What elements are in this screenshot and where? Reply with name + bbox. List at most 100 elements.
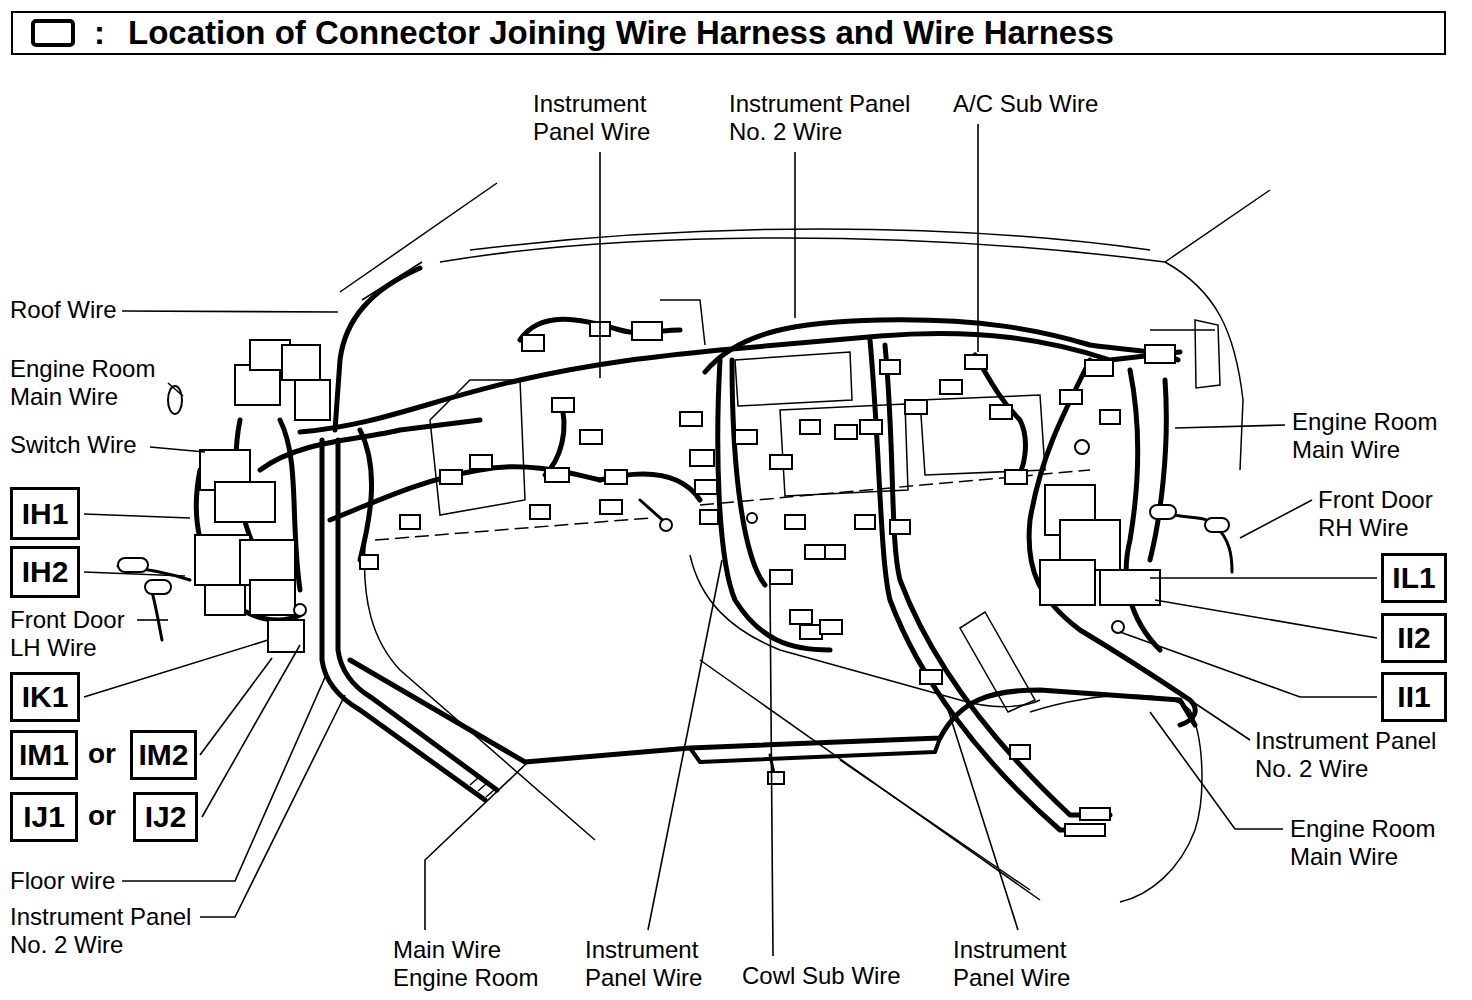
body-outline (1165, 190, 1270, 262)
wire-harness (338, 440, 497, 790)
label-holder: Engine Room Main Wire (10, 355, 180, 411)
connector-code-box: IJ1 (10, 792, 78, 842)
wire-name: Engine Room Main Wire (10, 355, 155, 410)
connector-symbol (1145, 345, 1175, 363)
connector-symbol (695, 480, 717, 494)
wire-harness (732, 360, 765, 585)
leader-line (84, 572, 185, 576)
label-holder: Instrument Panel No. 2 Wire (729, 90, 934, 146)
label-holder: Front Door LH Wire (10, 606, 155, 662)
label-holder: Main Wire Engine Room (393, 936, 563, 992)
connector-symbol (940, 380, 962, 394)
connector-symbol (835, 425, 857, 439)
wire-harness (360, 430, 372, 560)
connector-symbol (768, 772, 784, 784)
connector-symbol (790, 610, 812, 624)
leader-line (84, 124, 1377, 956)
title-text: Location of Connector Joining Wire Harne… (128, 13, 1114, 53)
connector-symbol (605, 470, 627, 484)
wire-harness (718, 360, 830, 650)
wire-harness (1160, 512, 1232, 572)
connector-code: IM1 (19, 738, 69, 772)
wire-name: Switch Wire (10, 431, 137, 458)
connector-code-box: IM1 (10, 730, 78, 780)
label-holder: Switch Wire (10, 431, 170, 459)
connector-code: IH2 (22, 555, 69, 589)
conjunction-text: or (88, 738, 116, 769)
connector-code-box: IK1 (10, 672, 80, 722)
label-holder: : (94, 13, 124, 52)
title-banner (12, 12, 1445, 54)
connector-symbol (805, 545, 827, 559)
connector-code: IJ1 (23, 800, 65, 834)
wire-harness (350, 660, 1195, 762)
relay-block (168, 386, 182, 414)
leader-line (1155, 600, 1377, 638)
connector-symbol (770, 455, 792, 469)
connector-symbol (530, 505, 550, 519)
title-banner (12, 12, 1445, 54)
leader-line (599, 152, 601, 378)
title-colon: : (94, 14, 105, 51)
wire-name: Engine Room Main Wire (1290, 815, 1435, 870)
wire-harness (1029, 360, 1195, 725)
relay-block (282, 345, 320, 380)
connector-code: II1 (1397, 680, 1430, 714)
body-outline (690, 555, 1040, 707)
wire-harness (322, 440, 485, 800)
connector-symbol (360, 555, 378, 569)
relay-block (205, 585, 245, 615)
connector-symbol (825, 545, 845, 559)
connector-symbol (880, 360, 900, 374)
connector-symbol (905, 400, 927, 414)
connector-symbol (1080, 808, 1110, 820)
connector-symbol (735, 430, 757, 444)
wire-name: Floor wire (10, 867, 115, 894)
label-holder: Roof Wire (10, 296, 150, 324)
connector-symbol (600, 500, 622, 514)
label-holder: Instrument Panel No. 2 Wire (1255, 727, 1465, 783)
connector-code: IL1 (1392, 561, 1435, 595)
connector-symbol (360, 322, 1175, 836)
label-holder: Cowl Sub Wire (742, 962, 942, 990)
connector-code: IK1 (22, 680, 69, 714)
leader-line (122, 675, 326, 881)
leader-line (794, 152, 796, 318)
relay-block (747, 513, 757, 523)
wire-name: Instrument Panel Wire (585, 936, 702, 991)
connector-symbol (800, 625, 822, 639)
connector-symbol (990, 405, 1012, 419)
relay-block (215, 482, 275, 522)
connector-symbol (1085, 360, 1113, 376)
connector-code-box: II2 (1381, 613, 1447, 663)
wire-name: Front Door LH Wire (10, 606, 125, 661)
leader-line (1240, 500, 1312, 538)
leader-line (168, 383, 183, 396)
wire-name: Instrument Panel No. 2 Wire (729, 90, 910, 145)
relay-block (660, 519, 672, 531)
leader-line (84, 514, 190, 518)
body-outline (340, 183, 497, 292)
connector-symbol (400, 515, 420, 529)
wire-name: Roof Wire (10, 296, 117, 323)
leader-line (150, 447, 205, 452)
leader-line (770, 585, 773, 956)
leader-line (200, 658, 272, 755)
relay-block (118, 340, 1229, 652)
connector-symbol (552, 398, 574, 412)
connector-symbol (1010, 745, 1030, 759)
leader-line (1150, 577, 1377, 579)
wire-name: Front Door RH Wire (1318, 486, 1433, 541)
connector-code-box: IL1 (1381, 553, 1447, 603)
wire-name: Instrument Panel Wire (533, 90, 650, 145)
connector-code-box: IM2 (130, 730, 197, 780)
connector-symbol (690, 450, 714, 466)
connector-code: IJ2 (145, 800, 187, 834)
relay-block (1150, 505, 1176, 519)
wire-harness (885, 345, 1110, 815)
body-outline (1150, 329, 1215, 331)
connector-symbol (470, 455, 492, 469)
label-holder: Front Door RH Wire (1318, 486, 1463, 542)
connector-symbol (700, 510, 718, 524)
